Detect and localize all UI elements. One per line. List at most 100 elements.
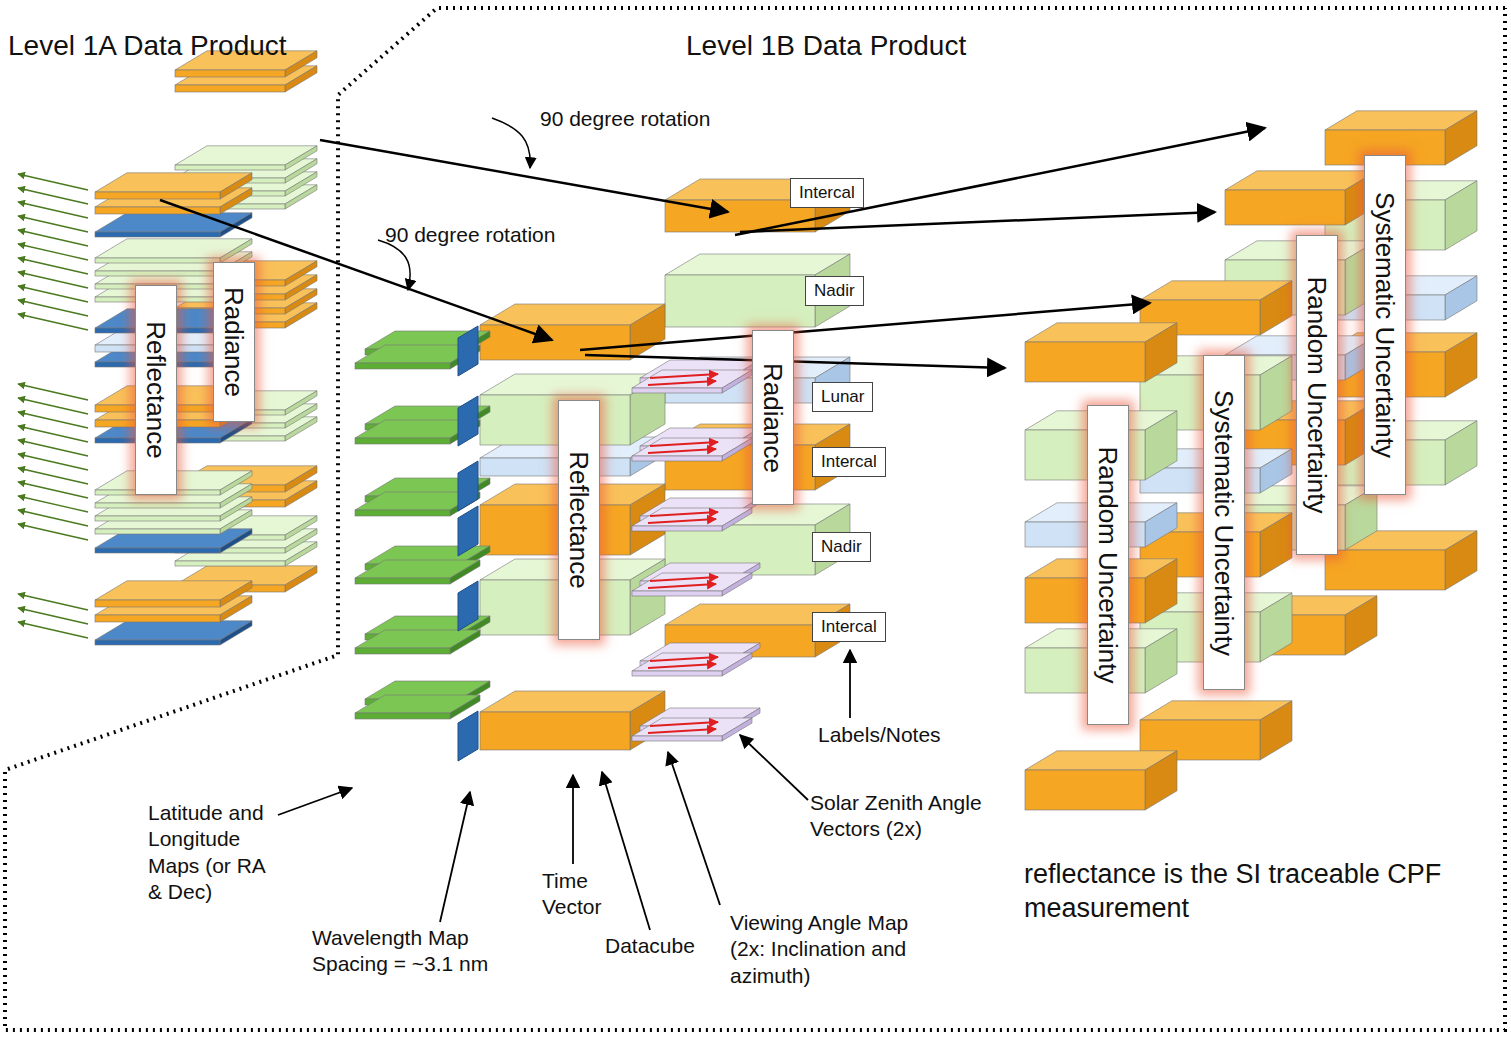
zenith-vector (650, 577, 718, 581)
label-text: Random Uncertainty (1303, 277, 1332, 514)
zenith-vector (648, 519, 716, 523)
shape (95, 615, 220, 622)
shape (285, 516, 317, 540)
data-slab (355, 695, 480, 719)
zenith-vector (648, 584, 716, 588)
shape (220, 621, 252, 645)
shape (95, 640, 220, 645)
shape (1260, 593, 1292, 662)
shape (95, 232, 220, 237)
pointing-arrow (18, 524, 88, 540)
pointing-arrow (18, 258, 88, 274)
data-slab (1025, 323, 1177, 382)
shape (1145, 503, 1177, 547)
layer-label: Systematic Uncertainty (1364, 155, 1406, 495)
annotation-label: Viewing Angle Map (2x: Inclination and a… (730, 910, 945, 989)
label-text: Systematic Uncertainty (1210, 390, 1239, 656)
data-slab (632, 508, 752, 531)
zenith-vector (650, 722, 718, 726)
pointing-arrow (18, 454, 88, 470)
label-text: Lunar (821, 387, 864, 406)
data-slab (355, 560, 480, 584)
data-slab (95, 173, 252, 199)
label-text: Reflectance (142, 321, 171, 458)
transfer-arrow (740, 212, 1215, 232)
wavelength-plate (458, 711, 478, 761)
data-slab (632, 438, 752, 461)
shape (722, 573, 752, 596)
pointing-arrow (18, 216, 88, 232)
leader-line (278, 788, 352, 815)
annotation-label: Datacube (605, 933, 715, 959)
shape (1145, 629, 1177, 693)
note-box: Nadir (805, 276, 864, 306)
shape (722, 508, 752, 531)
shape (175, 70, 285, 77)
pointing-arrow (18, 300, 88, 316)
leader-line (572, 775, 574, 864)
shape (1445, 531, 1477, 590)
shape (632, 388, 722, 393)
shape (1260, 281, 1292, 335)
shape (1325, 550, 1445, 590)
shape (480, 395, 630, 445)
shape (480, 458, 630, 476)
shape (220, 239, 252, 263)
layer-label: Reflectance (135, 285, 177, 495)
shape (722, 718, 752, 741)
shape (1445, 111, 1477, 165)
shape (1260, 513, 1292, 577)
wavelength-plate (458, 506, 478, 556)
label-text: Systematic Uncertainty (1371, 192, 1400, 458)
shape (175, 165, 285, 170)
pointing-arrow (18, 482, 88, 498)
leader-line (440, 792, 470, 922)
shape (220, 471, 252, 495)
transfer-arrow (735, 128, 1265, 235)
annotation-label: Level 1B Data Product (686, 28, 1046, 63)
pointing-arrow (18, 314, 88, 330)
shape (175, 561, 285, 566)
annotation-label: Time Vector (542, 868, 622, 921)
layer-label: Radiance (213, 262, 255, 422)
wavelength-plate (458, 581, 478, 631)
shape (632, 526, 722, 531)
shape (285, 566, 317, 592)
leader-line (668, 752, 720, 905)
pointing-arrow (18, 594, 88, 610)
label-text: Radiance (220, 287, 249, 397)
label-text: Random Uncertainty (1094, 447, 1123, 684)
label-text: Nadir (814, 281, 855, 300)
shape (1345, 486, 1377, 550)
zenith-vector (648, 664, 716, 668)
shape (285, 146, 317, 170)
annotation-label: 90 degree rotation (540, 106, 740, 132)
zenith-vector (648, 729, 716, 733)
shape (1145, 323, 1177, 382)
pointing-arrow (18, 622, 88, 638)
data-slab (1025, 751, 1177, 810)
layer-label: Systematic Uncertainty (1203, 355, 1245, 690)
wavelength-plate (458, 396, 478, 446)
label-text: Intercal (821, 452, 877, 471)
shape (1445, 276, 1477, 320)
shape (1345, 596, 1377, 655)
note-box: Intercal (790, 178, 864, 208)
label-text: Intercal (821, 617, 877, 636)
annotation-label: reflectance is the SI traceable CPF meas… (1024, 858, 1494, 926)
shape (1445, 181, 1477, 250)
shape (95, 258, 220, 263)
shape (95, 503, 220, 508)
data-slab (95, 621, 252, 645)
shape (220, 213, 252, 237)
shape (722, 653, 752, 676)
annotation-label: 90 degree rotation (385, 222, 585, 248)
transfer-arrow (580, 303, 1150, 350)
data-slab (632, 370, 752, 393)
zenith-vector (648, 449, 716, 453)
data-slab (95, 529, 252, 553)
leader-line (602, 772, 650, 930)
pointing-arrow (18, 510, 88, 526)
shape (285, 466, 317, 492)
shape (1260, 356, 1292, 430)
